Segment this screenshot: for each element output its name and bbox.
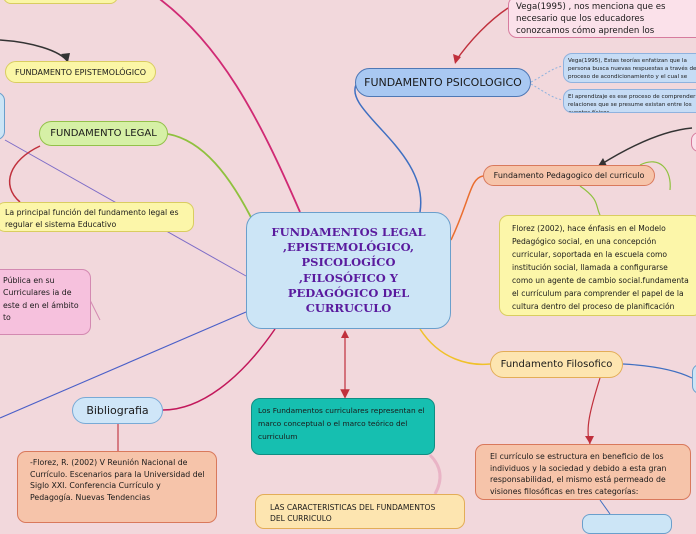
node-offscreen-left-blue[interactable] xyxy=(0,92,5,140)
node-fundamento-epistemologico[interactable]: FUNDAMENTO EPISTEMOLÓGICO xyxy=(5,61,156,83)
node-central-topic[interactable]: FUNDAMENTOS LEGAL ,EPISTEMOLÓGICO, PSICO… xyxy=(246,212,451,329)
node-offscreen-top-left[interactable] xyxy=(3,0,118,4)
node-offscreen-right-blue[interactable] xyxy=(692,364,696,394)
node-legal-funcion[interactable]: La principal función del fundamento lega… xyxy=(0,202,194,232)
link-fil-right xyxy=(622,363,693,379)
link-vega-top xyxy=(454,7,509,63)
link-legal-pub xyxy=(89,299,101,321)
link-filosofico xyxy=(419,328,491,366)
link-caract xyxy=(428,453,442,495)
node-caracteristicas[interactable]: LAS CARACTERISTICAS DEL FUNDAMENTOS DEL … xyxy=(255,494,465,529)
link-left-blue xyxy=(0,311,247,419)
node-bibliografia-florez[interactable]: -Florez, R. (2002) V Reunión Nacional de… xyxy=(17,451,217,523)
link-bibliografia xyxy=(162,328,276,411)
link-psico-note1 xyxy=(530,65,564,83)
node-fundamento-filosofico[interactable]: Fundamento Filosofico xyxy=(490,351,623,378)
connector-lines xyxy=(0,0,693,515)
node-bibliografia[interactable]: Bibliografia xyxy=(72,397,163,424)
node-vega-aprendizaje[interactable]: Vega(1995) , nos menciona que es necesar… xyxy=(508,0,696,38)
node-fundamento-psicologico[interactable]: FUNDAMENTO PSICOLOGICO xyxy=(355,68,531,97)
node-fundamento-legal[interactable]: FUNDAMENTO LEGAL xyxy=(39,121,168,146)
link-curfil xyxy=(587,377,601,445)
link-epistem-dark xyxy=(0,39,69,63)
link-top-magenta xyxy=(159,0,301,213)
node-publica-curriculares[interactable]: Pública en su Curriculares ia de este d … xyxy=(0,269,91,335)
link-ped-right-green xyxy=(639,161,671,191)
node-pedagogico-florez[interactable]: Florez (2002), hace énfasis en el Modelo… xyxy=(499,215,696,316)
node-curriculo-filosofico[interactable]: El currículo se estructura en beneficio … xyxy=(475,444,691,500)
link-bottom-right xyxy=(599,499,611,515)
node-offscreen-bottom-right[interactable] xyxy=(582,514,672,534)
node-fundamentos-marco[interactable]: Los Fundamentos curriculares representan… xyxy=(251,398,435,455)
node-psicologico-nota-1[interactable]: Vega(1995), Estas teorías enfatizan que … xyxy=(563,53,696,83)
link-pedagogico xyxy=(450,175,484,241)
link-pedbox xyxy=(579,185,601,216)
node-fundamento-pedagogico[interactable]: Fundamento Pedagogico del curriculo xyxy=(483,165,655,186)
link-ped-right xyxy=(599,127,693,166)
link-psico-note2 xyxy=(530,83,564,101)
node-psicologico-nota-2[interactable]: El aprendizaje es ese proceso de compren… xyxy=(563,89,696,113)
link-psicologico xyxy=(354,82,422,213)
link-legalnote xyxy=(9,145,41,203)
